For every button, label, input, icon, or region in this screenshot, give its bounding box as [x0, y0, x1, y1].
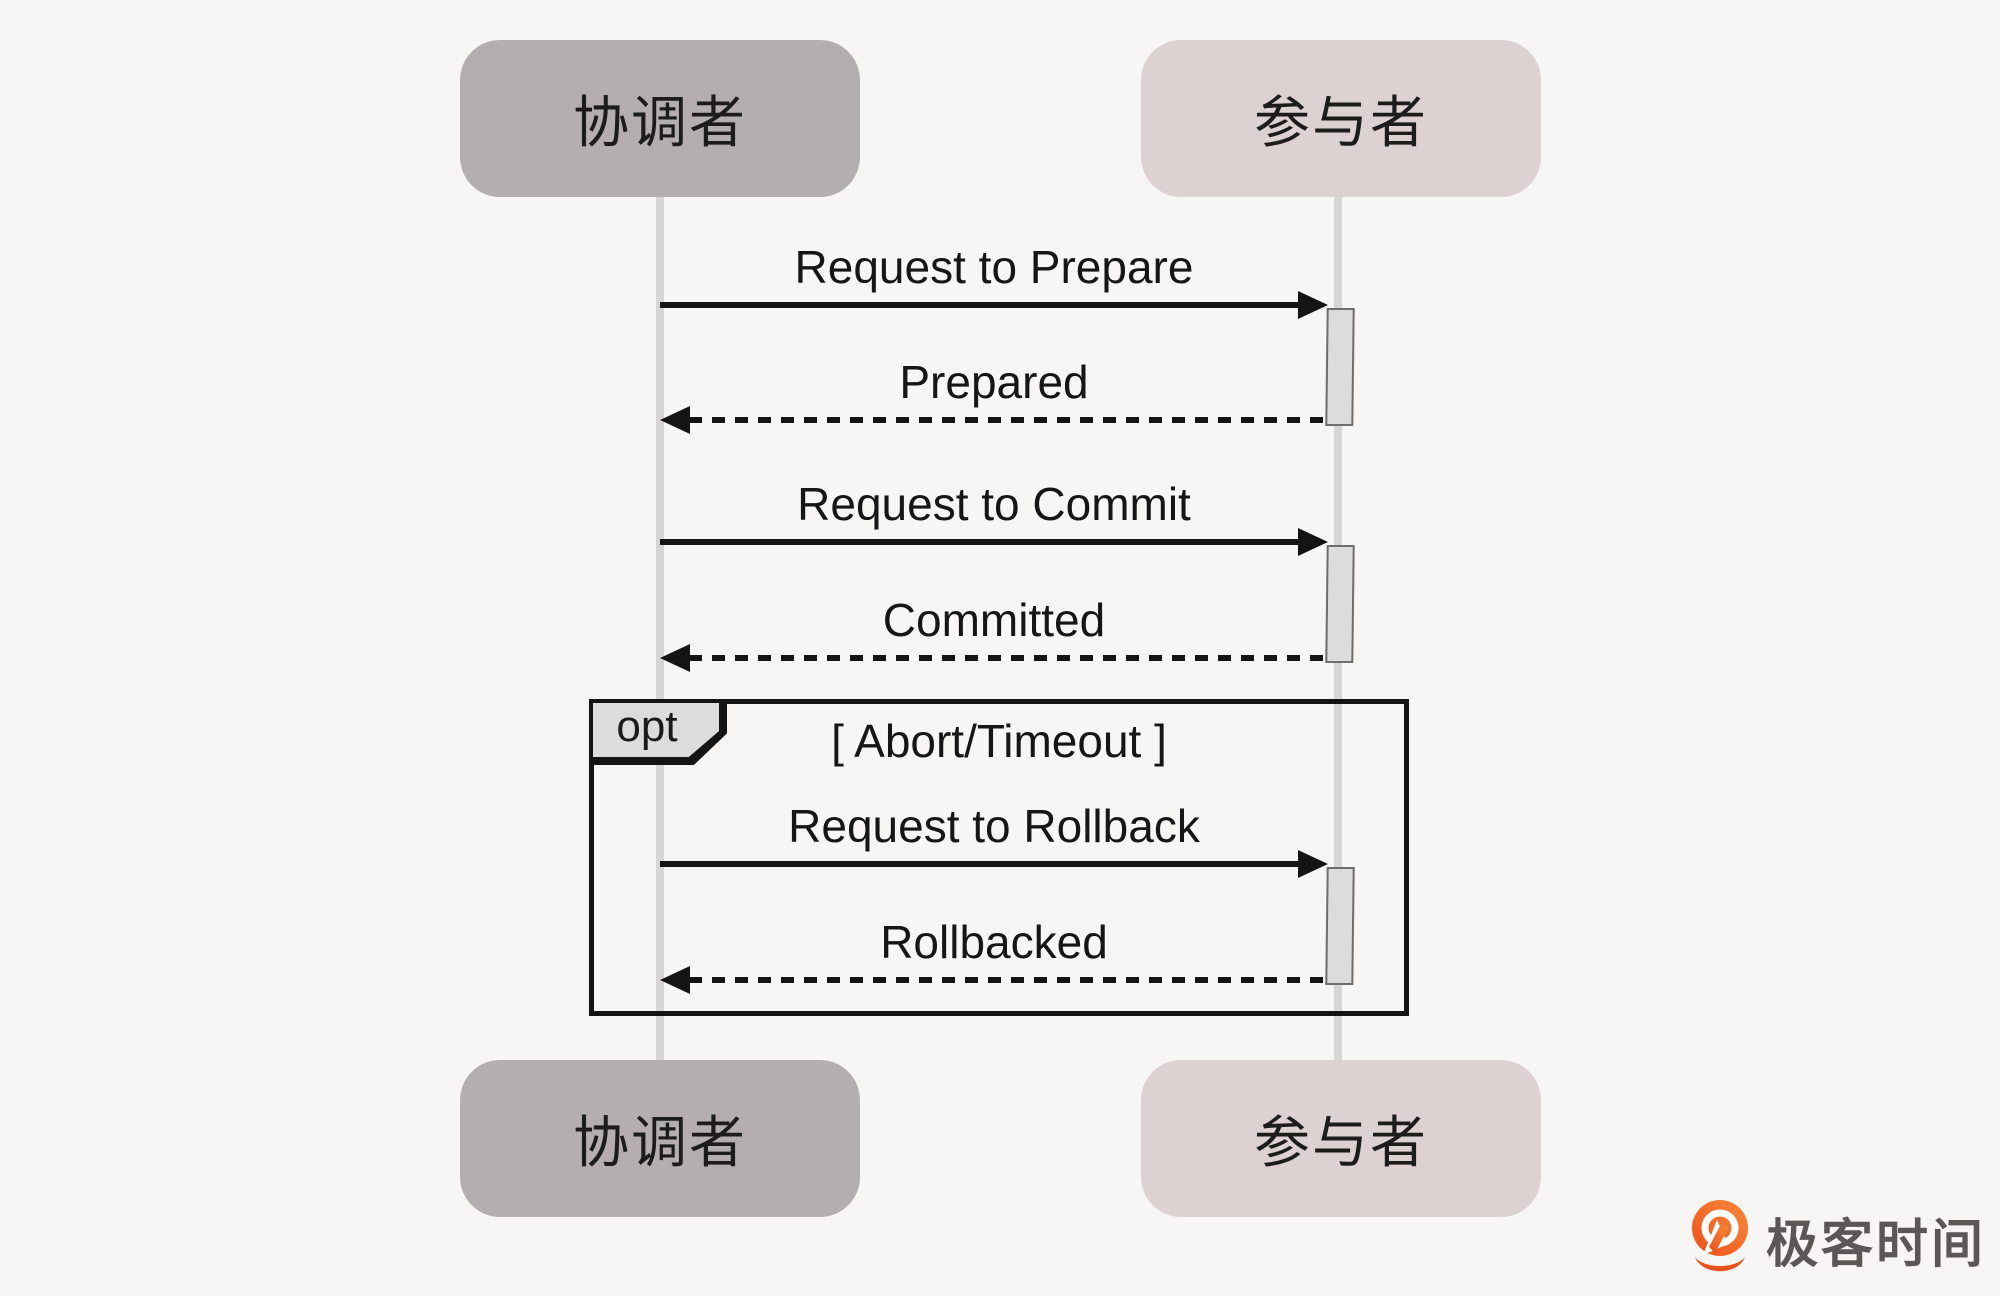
geektime-logo-icon: [1692, 1200, 1748, 1272]
message-request-to-commit: Request to Commit: [660, 476, 1328, 556]
message-label: Request to Commit: [797, 478, 1191, 530]
participant-box-top: 参与者: [1141, 40, 1541, 197]
message-committed: Committed: [660, 592, 1328, 672]
arrowhead-left-icon: [660, 644, 690, 672]
participant-box-bottom: 参与者: [1141, 1060, 1541, 1217]
activation-bar-commit: [1325, 545, 1355, 663]
message-arrow: [660, 850, 1328, 878]
coordinator-label: 协调者: [573, 1111, 747, 1174]
message-label: Request to Prepare: [794, 241, 1194, 293]
message-request-to-rollback: Request to Rollback: [660, 798, 1328, 878]
message-label: Prepared: [899, 356, 1089, 408]
participant-label: 参与者: [1254, 1111, 1428, 1174]
geektime-logo: 极客时间: [1688, 1198, 1986, 1280]
participant-label: 参与者: [1254, 91, 1428, 154]
coordinator-box-bottom: 协调者: [460, 1060, 860, 1217]
opt-guard-condition: [ Abort/Timeout ]: [831, 715, 1167, 767]
message-label: Request to Rollback: [788, 800, 1200, 852]
opt-operator-tab: opt: [589, 699, 727, 765]
message-arrow: [660, 644, 1328, 672]
arrowhead-left-icon: [660, 966, 690, 994]
message-prepared: Prepared: [660, 354, 1328, 434]
arrowhead-right-icon: [1298, 528, 1328, 556]
arrowhead-right-icon: [1298, 291, 1328, 319]
geektime-logo-text: 极客时间: [1766, 1215, 1987, 1274]
opt-operator-label: opt: [616, 702, 678, 751]
arrowhead-left-icon: [660, 406, 690, 434]
coordinator-box-top: 协调者: [460, 40, 860, 197]
message-label: Rollbacked: [880, 916, 1108, 968]
message-request-to-prepare: Request to Prepare: [660, 239, 1328, 319]
opt-fragment-frame: opt [ Abort/Timeout ]: [589, 699, 1409, 1016]
activation-bar-prepare: [1325, 308, 1355, 426]
message-arrow: [660, 291, 1328, 319]
arrowhead-right-icon: [1298, 850, 1328, 878]
activation-bar-rollback: [1325, 867, 1355, 985]
message-arrow: [660, 406, 1328, 434]
coordinator-label: 协调者: [573, 91, 747, 154]
message-arrow: [660, 528, 1328, 556]
message-arrow: [660, 966, 1328, 994]
message-label: Committed: [882, 594, 1106, 646]
message-rollbacked: Rollbacked: [660, 914, 1328, 994]
opt-tab-fill: [593, 703, 719, 757]
coordinator-lifeline: [656, 197, 664, 1060]
